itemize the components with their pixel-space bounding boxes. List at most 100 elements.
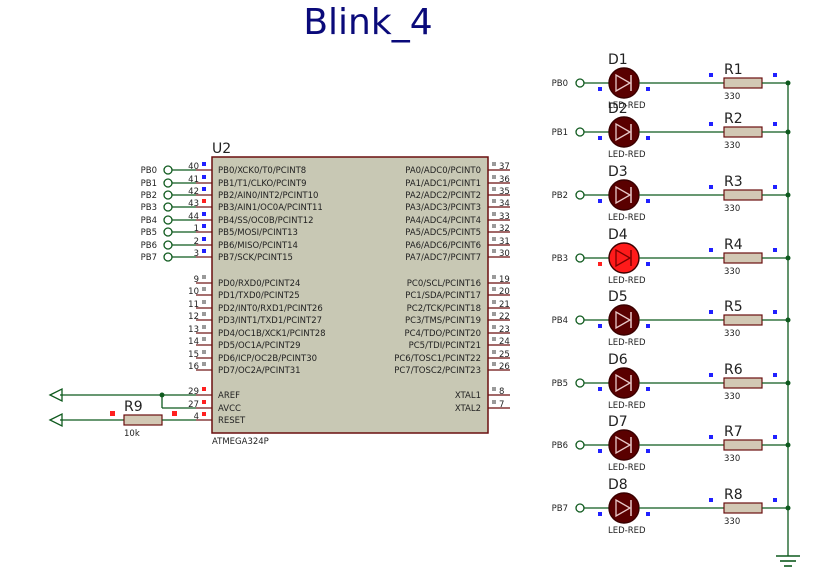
net-terminal-icon[interactable] [575, 253, 585, 263]
mcu-pin-number: 2 [194, 237, 199, 247]
resistor-r1[interactable] [723, 77, 763, 89]
pin-state-marker [492, 237, 496, 241]
resistor-value-label: 330 [724, 92, 740, 102]
net-terminal-icon[interactable] [163, 178, 173, 188]
mcu-pin-number: 1 [194, 224, 199, 234]
pin-state-marker [598, 87, 602, 91]
mcu-right-pins: 37PA0/ADC0/PCINT036PA1/ADC1/PCINT135PA2/… [394, 162, 510, 414]
net-label: PB6 [552, 441, 568, 451]
pin-state-marker [492, 387, 496, 391]
led-ref-label: D4 [608, 227, 628, 243]
led-body[interactable] [608, 367, 640, 399]
pin-state-marker [598, 136, 602, 140]
pin-state-marker [492, 187, 496, 191]
net-terminal-icon[interactable] [163, 202, 173, 212]
net-label: PB5 [552, 379, 568, 389]
pin-state-marker [492, 312, 496, 316]
mcu-pin-number: 4 [194, 412, 199, 422]
pin-state-marker [202, 187, 206, 191]
resistor-value-label: 330 [724, 204, 740, 214]
resistor-ref-label: R2 [724, 111, 743, 127]
power-terminal-icon[interactable] [48, 387, 63, 403]
resistor-ref-label: R1 [724, 62, 743, 78]
net-terminal-icon[interactable] [163, 240, 173, 250]
resistor-r5[interactable] [723, 314, 763, 326]
resistor-value-label: 330 [724, 267, 740, 277]
net-terminal-icon[interactable] [575, 127, 585, 137]
net-label: PB1 [552, 128, 568, 138]
pin-state-marker [646, 512, 650, 516]
mcu-body[interactable] [211, 156, 489, 434]
led-body[interactable] [608, 179, 640, 211]
resistor-r9[interactable] [123, 414, 163, 426]
net-terminal-icon[interactable] [163, 190, 173, 200]
led-ref-label: D3 [608, 164, 628, 180]
pin-state-marker [773, 248, 777, 252]
resistor-r3[interactable] [723, 189, 763, 201]
pin-state-marker [202, 350, 206, 354]
resistor-r4[interactable] [723, 252, 763, 264]
mcu-pin-name: PA1/ADC1/PCINT1 [405, 179, 481, 189]
net-terminal-icon[interactable] [163, 252, 173, 262]
mcu-pin-number: 27 [188, 400, 199, 410]
net-terminal-icon[interactable] [575, 190, 585, 200]
pin-state-marker [709, 73, 713, 77]
mcu-pin-name: RESET [218, 416, 246, 426]
led-body[interactable] [608, 429, 640, 461]
net-terminal-icon[interactable] [575, 503, 585, 513]
net-terminal-icon[interactable] [163, 227, 173, 237]
pin-state-marker [202, 162, 206, 166]
pin-state-marker [202, 400, 206, 404]
pin-state-marker [492, 362, 496, 366]
mcu-pin-name: PA2/ADC2/PCINT2 [405, 191, 481, 201]
net-terminal-icon[interactable] [575, 378, 585, 388]
pin-state-marker [110, 411, 115, 416]
led-body[interactable] [608, 242, 640, 274]
mcu-ref-label: U2 [212, 141, 231, 157]
pin-state-marker [709, 310, 713, 314]
pin-state-marker [492, 224, 496, 228]
pin-state-marker [773, 185, 777, 189]
net-terminal-icon[interactable] [163, 215, 173, 225]
pin-state-marker [202, 212, 206, 216]
mcu-pin-name: AREF [218, 391, 240, 401]
led-body[interactable] [608, 492, 640, 524]
resistor-r7[interactable] [723, 439, 763, 451]
mcu-pin-name: PC5/TDI/PCINT21 [409, 341, 481, 351]
mcu-pin-name: PB5/MOSI/PCINT13 [218, 228, 298, 238]
resistor-r6[interactable] [723, 377, 763, 389]
net-terminal-icon[interactable] [575, 440, 585, 450]
mcu-pin-number: 11 [188, 300, 199, 310]
mcu-pin-name: PA0/ADC0/PCINT0 [405, 166, 481, 176]
mcu-pin-number: 23 [499, 325, 510, 335]
net-terminal-icon[interactable] [575, 315, 585, 325]
mcu-pin-number: 43 [188, 199, 199, 209]
reset-network: R9 10k [48, 387, 196, 439]
led-part-label: LED-RED [608, 101, 646, 111]
pin-state-marker [202, 300, 206, 304]
led-body[interactable] [608, 304, 640, 336]
led-body[interactable] [608, 116, 640, 148]
resistor-r2[interactable] [723, 126, 763, 138]
net-terminal-icon[interactable] [163, 165, 173, 175]
pin-state-marker [773, 73, 777, 77]
net-label: PB1 [141, 179, 157, 189]
resistor-value-label: 330 [724, 329, 740, 339]
resistor-r8[interactable] [723, 502, 763, 514]
mcu-pin-name: PD1/TXD0/PCINT25 [218, 291, 300, 301]
mcu-pin-number: 31 [499, 237, 510, 247]
diode-icon [615, 248, 632, 268]
mcu-pin-name: PD4/OC1B/XCK1/PCINT28 [218, 329, 326, 339]
net-label: PB0 [552, 79, 568, 89]
junction-dot [159, 392, 165, 398]
led-body[interactable] [608, 67, 640, 99]
mcu-pin-number: 25 [499, 350, 510, 360]
power-terminal-icon[interactable] [48, 412, 63, 428]
mcu-pin-number: 40 [188, 162, 199, 172]
net-terminal-icon[interactable] [575, 78, 585, 88]
mcu-pin-number: 24 [499, 337, 510, 347]
